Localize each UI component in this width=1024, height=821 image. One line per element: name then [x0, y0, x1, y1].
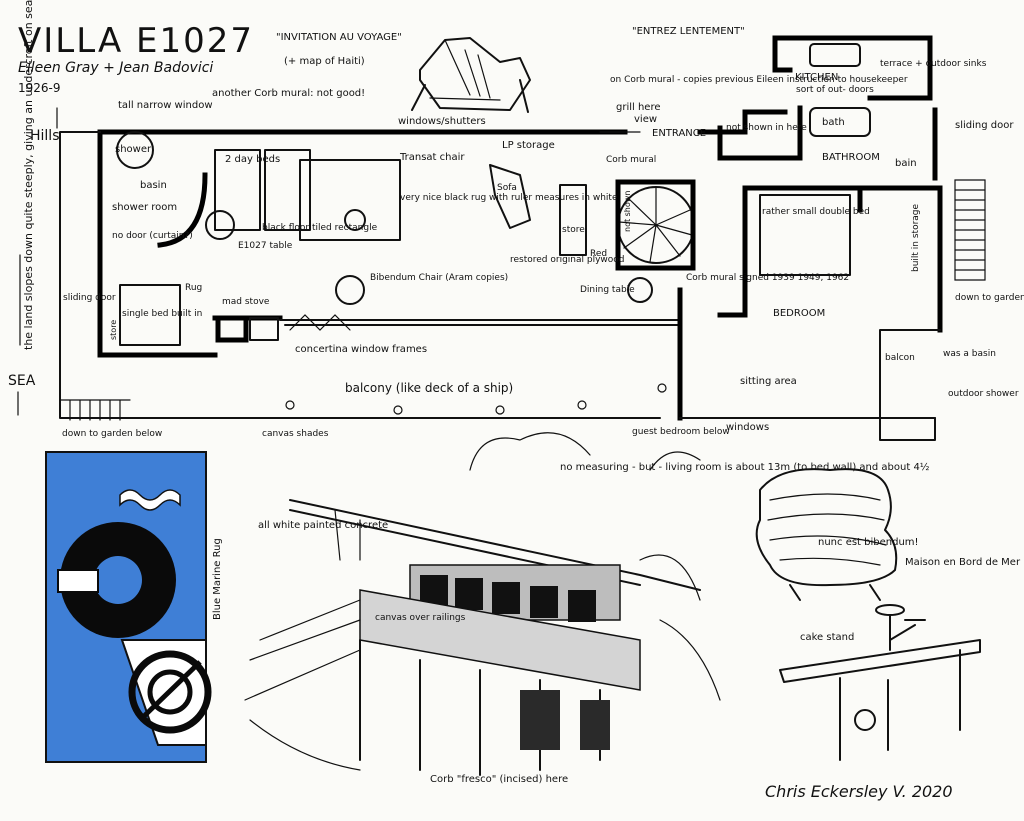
label-bathroom: BATHROOM	[822, 152, 880, 163]
label-blue-rug: Blue Marine Rug	[212, 538, 223, 620]
label-sitting-area: sitting area	[740, 376, 797, 387]
house-perspective-sketch	[244, 432, 721, 776]
label-maison: Maison en Bord de Mer	[905, 557, 1021, 568]
label-canvas-railings: canvas over railings	[375, 613, 466, 623]
label-dining-table: Dining table	[580, 285, 635, 295]
label-cake-stand: cake stand	[800, 632, 854, 643]
label-shower: shower	[115, 144, 152, 155]
label-black-floor: black floor tiled rectangle	[262, 223, 378, 233]
authors: Eileen Gray + Jean Badovici	[18, 60, 213, 76]
label-balcony: balcony (like deck of a ship)	[345, 381, 513, 395]
label-black-rug: very nice black rug with ruler measures …	[400, 193, 618, 203]
label-bath: bath	[822, 117, 845, 128]
label-all-white: all white painted concrete	[258, 520, 388, 531]
label-nunc-est: nunc est bibendum!	[818, 537, 919, 548]
label-bibendum-chair: Bibendum Chair (Aram copies)	[370, 273, 508, 283]
label-bain: bain	[895, 158, 917, 169]
label-guest-bedroom: guest bedroom below	[632, 427, 730, 437]
label-store-small: store	[109, 320, 118, 340]
label-not-shown-stair: not shown	[623, 191, 632, 232]
label-no-door: no door (curtain?)	[112, 231, 193, 241]
dates: 1926-9	[18, 81, 61, 95]
label-balcon: balcon	[885, 353, 915, 363]
label-entrez: "ENTREZ LENTEMENT"	[632, 26, 745, 37]
label-restored-plywood: restored original plywood	[510, 255, 625, 265]
label-down-to-garden-right: down to garden	[955, 293, 1024, 303]
label-corb-fresco: Corb "fresco" (incised) here	[430, 774, 568, 785]
label-not-shown: not shown in here	[726, 123, 807, 133]
label-sofa: Sofa	[497, 183, 517, 193]
label-windows-shutters: windows/shutters	[398, 116, 486, 127]
label-single-bed: single bed built in	[122, 309, 202, 319]
transat-chair-sketch	[411, 37, 531, 113]
label-rather-small-bed: rather small double bed	[762, 207, 870, 217]
label-bedroom: BEDROOM	[773, 308, 825, 319]
label-rug: Rug	[185, 283, 202, 293]
label-sliding-door-right: sliding door	[955, 120, 1014, 131]
slope-note: the land slopes down quite steeply, givi…	[22, 0, 35, 350]
label-tall-window: tall narrow window	[118, 100, 213, 111]
label-no-measuring: no measuring - but - living room is abou…	[560, 461, 930, 473]
label-day-beds: 2 day beds	[225, 154, 280, 165]
label-entrance: ENTRANCE	[652, 128, 706, 139]
label-e1027-table: E1027 table	[238, 241, 293, 251]
hills-label: Hills	[30, 128, 60, 144]
label-shower-room: shower room	[112, 202, 177, 213]
label-invitation: "INVITATION AU VOYAGE"	[276, 32, 402, 43]
cake-stand-sketch	[779, 604, 981, 761]
sheet-title: VILLA E1027	[18, 21, 254, 61]
label-another-mural: another Corb mural: not good!	[212, 88, 365, 99]
label-store: store	[562, 225, 585, 235]
label-haiti: (+ map of Haiti)	[284, 56, 365, 67]
label-basin: basin	[140, 180, 167, 191]
label-down-to-garden-left: down to garden below	[62, 429, 162, 439]
floor-plan	[59, 35, 986, 441]
label-kitchen: KITCHEN	[795, 72, 838, 83]
label-transat: Transat chair	[399, 152, 465, 163]
label-built-in-storage: built in storage	[911, 203, 921, 272]
bibendum-chair-sketch	[755, 468, 898, 601]
label-corb-mural-note: on Corb mural - copies previous Eileen i…	[610, 75, 908, 85]
label-concertina: concertina window frames	[295, 344, 427, 355]
label-corb-mural-small: Corb mural	[606, 155, 656, 165]
label-corb-mural-signed: Corb mural signed 1939 1949, 1962	[686, 273, 849, 283]
label-red: Red	[590, 249, 607, 259]
label-view: view	[634, 114, 657, 125]
label-mad-stove: mad stove	[222, 297, 270, 307]
label-was-basin: was a basin	[943, 349, 996, 359]
label-outdoor-shower: outdoor shower	[948, 389, 1019, 399]
signature: Chris Eckersley V. 2020	[765, 782, 953, 801]
label-sliding-door-left: sliding door	[63, 293, 116, 303]
label-lp-storage: LP storage	[502, 140, 555, 151]
sea-label: SEA	[8, 373, 36, 389]
label-kitchen-note: sort of out- doors	[796, 85, 874, 95]
label-terrace: terrace + outdoor sinks	[880, 59, 987, 69]
label-grill: grill here	[616, 102, 661, 113]
label-windows: windows	[726, 422, 769, 433]
blue-marine-rug	[45, 451, 212, 763]
label-canvas-shades: canvas shades	[262, 429, 329, 439]
